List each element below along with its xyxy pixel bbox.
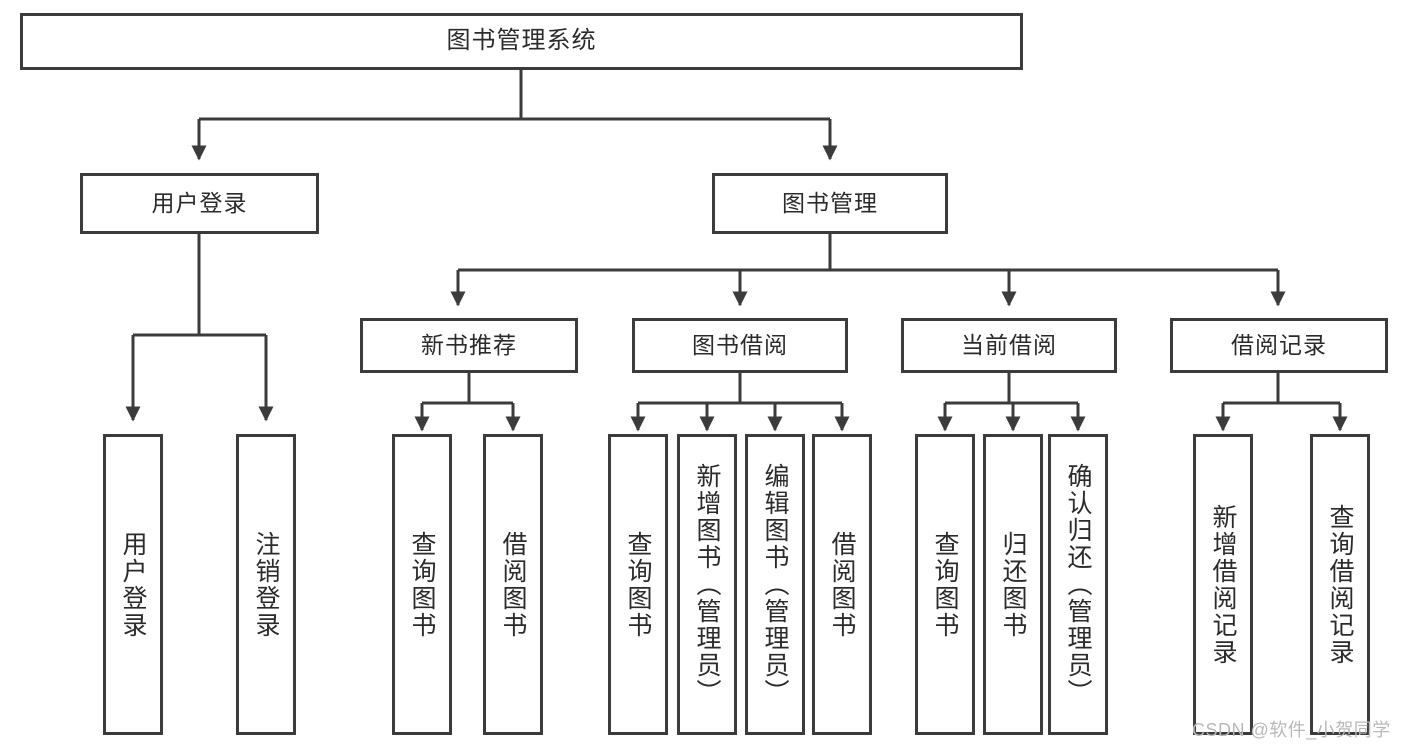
leaf-borrow-query-book[interactable]: 查询图书: [608, 434, 668, 735]
node-label: 查询图书: [408, 530, 436, 639]
leaf-user-login-login[interactable]: 用户登录: [103, 434, 163, 735]
node-label: 查询图书: [624, 530, 652, 639]
leaf-borrow-borrow-book[interactable]: 借阅图书: [812, 434, 872, 735]
node-root-book-management-system[interactable]: 图书管理系统: [20, 13, 1023, 70]
node-label: 编辑图书（管理员）: [761, 463, 789, 706]
node-label: 新书推荐: [421, 331, 517, 358]
node-label: 图书借阅: [692, 331, 788, 358]
watermark-text: CSDN @软件_小贺同学: [1192, 720, 1391, 740]
leaf-current-return-book[interactable]: 归还图书: [983, 434, 1043, 735]
leaf-user-login-logout[interactable]: 注销登录: [236, 434, 296, 735]
node-borrow-record[interactable]: 借阅记录: [1170, 318, 1388, 373]
node-label: 当前借阅: [961, 331, 1057, 358]
node-label: 新增图书（管理员）: [693, 463, 721, 706]
node-label: 注销登录: [252, 530, 280, 639]
node-user-login[interactable]: 用户登录: [80, 173, 319, 234]
leaf-record-add-borrow-record[interactable]: 新增借阅记录: [1193, 434, 1253, 735]
leaf-current-query-book[interactable]: 查询图书: [915, 434, 975, 735]
node-book-borrow[interactable]: 图书借阅: [632, 318, 848, 373]
node-label: 查询借阅记录: [1326, 503, 1354, 666]
node-label: 图书管理系统: [446, 27, 597, 55]
leaf-borrow-add-book-admin[interactable]: 新增图书（管理员）: [677, 434, 737, 735]
leaf-current-confirm-return-admin[interactable]: 确认归还（管理员）: [1048, 434, 1108, 735]
node-label: 确认归还（管理员）: [1064, 463, 1092, 706]
node-book-management[interactable]: 图书管理: [712, 173, 948, 234]
leaf-record-query-borrow-record[interactable]: 查询借阅记录: [1310, 434, 1370, 735]
node-label: 借阅图书: [828, 530, 856, 639]
node-label: 借阅图书: [499, 530, 527, 639]
node-label: 用户登录: [119, 530, 147, 639]
node-label: 借阅记录: [1231, 331, 1327, 358]
node-label: 查询图书: [931, 530, 959, 639]
node-label: 图书管理: [782, 189, 878, 216]
leaf-new-book-borrow-book[interactable]: 借阅图书: [483, 434, 543, 735]
node-label: 归还图书: [999, 530, 1027, 639]
leaf-new-book-query-book[interactable]: 查询图书: [392, 434, 452, 735]
node-new-book-recommend[interactable]: 新书推荐: [360, 318, 578, 373]
node-current-borrow[interactable]: 当前借阅: [901, 318, 1117, 373]
node-label: 新增借阅记录: [1209, 503, 1237, 666]
leaf-borrow-edit-book-admin[interactable]: 编辑图书（管理员）: [745, 434, 805, 735]
node-label: 用户登录: [151, 189, 248, 216]
